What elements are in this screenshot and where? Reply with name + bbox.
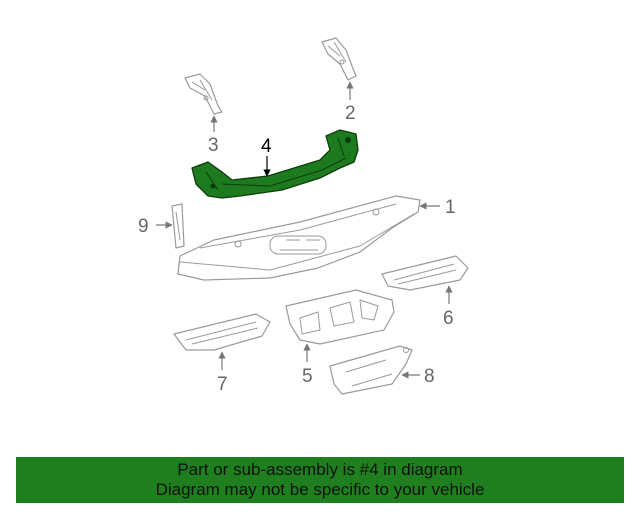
part-6-step-pad <box>381 255 469 291</box>
callout-2: 2 <box>345 103 356 124</box>
callout-3: 3 <box>208 135 219 156</box>
callout-7: 7 <box>217 374 228 395</box>
part-4-crossmember <box>191 129 359 199</box>
callout-8: 8 <box>424 366 435 387</box>
callout-6: 6 <box>443 308 454 329</box>
part-8-bracket <box>329 345 413 395</box>
part-1-bumper <box>177 195 421 281</box>
part-7-step-pad <box>173 313 271 351</box>
info-banner: Part or sub-assembly is #4 in diagram Di… <box>16 457 624 503</box>
banner-line-part: Part or sub-assembly is #4 in diagram <box>177 460 463 479</box>
callout-4: 4 <box>261 136 272 157</box>
part-3-bracket <box>184 73 223 115</box>
callout-5: 5 <box>302 366 313 387</box>
part-9-bracket <box>171 203 185 249</box>
banner-line-disclaimer: Diagram may not be specific to your vehi… <box>155 480 485 499</box>
callout-1: 1 <box>445 197 456 218</box>
parts-diagram: 1 2 3 4 5 6 7 8 9 <box>138 37 469 395</box>
callout-9: 9 <box>138 216 149 237</box>
part-5-step <box>285 289 395 345</box>
part-2-bracket <box>321 37 357 81</box>
